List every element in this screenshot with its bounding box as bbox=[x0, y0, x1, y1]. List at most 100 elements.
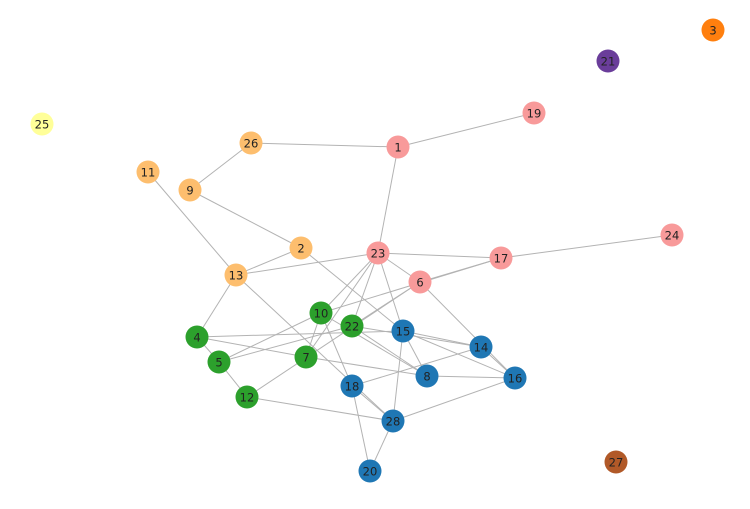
node-21: 21 bbox=[596, 49, 620, 73]
node-label: 24 bbox=[665, 229, 680, 243]
node-label: 27 bbox=[609, 456, 624, 470]
node-27: 27 bbox=[604, 450, 628, 474]
edge-28-16 bbox=[392, 377, 516, 422]
node-3: 3 bbox=[701, 18, 725, 42]
node-label: 21 bbox=[601, 55, 616, 69]
node-circle bbox=[489, 246, 513, 270]
edge-18-20 bbox=[351, 385, 371, 472]
node-circle bbox=[289, 236, 313, 260]
node-circle bbox=[701, 18, 725, 42]
node-13: 13 bbox=[224, 263, 248, 287]
node-label: 22 bbox=[345, 320, 360, 334]
edge-13-4 bbox=[196, 274, 237, 338]
edge-13-28 bbox=[235, 274, 394, 422]
node-circle bbox=[469, 335, 493, 359]
node-circle bbox=[408, 270, 432, 294]
node-label: 20 bbox=[363, 465, 378, 479]
edge-13-23 bbox=[235, 252, 379, 276]
edge-5-22 bbox=[218, 325, 353, 363]
node-circle bbox=[294, 345, 318, 369]
node-label: 25 bbox=[35, 118, 50, 132]
node-19: 19 bbox=[522, 101, 546, 125]
node-22: 22 bbox=[340, 314, 364, 338]
edge-23-17 bbox=[377, 252, 502, 259]
node-circle bbox=[503, 366, 527, 390]
node-circle bbox=[366, 241, 390, 265]
node-label: 1 bbox=[394, 141, 401, 155]
node-circle bbox=[178, 178, 202, 202]
edge-15-28 bbox=[392, 330, 404, 422]
edge-26-1 bbox=[250, 142, 399, 148]
node-circle bbox=[340, 314, 364, 338]
edge-8-16 bbox=[426, 375, 516, 379]
node-label: 3 bbox=[709, 24, 716, 38]
node-label: 23 bbox=[371, 247, 386, 261]
edge-15-16 bbox=[402, 330, 516, 379]
node-circle bbox=[522, 101, 546, 125]
node-label: 4 bbox=[193, 331, 200, 345]
node-label: 15 bbox=[396, 325, 411, 339]
node-2: 2 bbox=[289, 236, 313, 260]
nodes-layer: 1234567891011121314151617181920212223242… bbox=[30, 18, 725, 483]
node-16: 16 bbox=[503, 366, 527, 390]
node-1: 1 bbox=[386, 135, 410, 159]
node-circle bbox=[596, 49, 620, 73]
node-label: 9 bbox=[186, 184, 193, 198]
node-18: 18 bbox=[340, 374, 364, 398]
node-4: 4 bbox=[185, 325, 209, 349]
node-label: 13 bbox=[229, 269, 244, 283]
node-10: 10 bbox=[309, 301, 333, 325]
node-12: 12 bbox=[235, 385, 259, 409]
node-circle bbox=[358, 459, 382, 483]
node-label: 8 bbox=[423, 370, 430, 384]
node-23: 23 bbox=[366, 241, 390, 265]
node-15: 15 bbox=[391, 319, 415, 343]
node-circle bbox=[235, 385, 259, 409]
edge-11-13 bbox=[147, 171, 237, 276]
node-label: 5 bbox=[215, 356, 222, 370]
edge-1-23 bbox=[377, 146, 399, 254]
node-circle bbox=[185, 325, 209, 349]
node-label: 19 bbox=[527, 107, 542, 121]
node-label: 7 bbox=[302, 351, 309, 365]
edge-10-8 bbox=[320, 312, 428, 377]
edge-1-19 bbox=[397, 112, 535, 148]
node-label: 2 bbox=[297, 242, 304, 256]
node-6: 6 bbox=[408, 270, 432, 294]
node-24: 24 bbox=[660, 223, 684, 247]
node-circle bbox=[207, 350, 231, 374]
node-25: 25 bbox=[30, 112, 54, 136]
edge-12-28 bbox=[246, 396, 394, 422]
node-14: 14 bbox=[469, 335, 493, 359]
node-circle bbox=[660, 223, 684, 247]
node-5: 5 bbox=[207, 350, 231, 374]
edges-layer bbox=[147, 112, 673, 472]
edge-4-15 bbox=[196, 330, 404, 338]
node-circle bbox=[604, 450, 628, 474]
node-26: 26 bbox=[239, 131, 263, 155]
edge-6-12 bbox=[246, 281, 421, 398]
edge-9-2 bbox=[189, 189, 302, 249]
node-circle bbox=[309, 301, 333, 325]
node-circle bbox=[224, 263, 248, 287]
node-label: 10 bbox=[314, 307, 329, 321]
edge-22-8 bbox=[351, 325, 428, 377]
edge-23-22 bbox=[351, 252, 379, 327]
node-17: 17 bbox=[489, 246, 513, 270]
edge-6-16 bbox=[419, 281, 516, 379]
node-circle bbox=[136, 160, 160, 184]
node-circle bbox=[415, 364, 439, 388]
node-circle bbox=[239, 131, 263, 155]
edge-15-14 bbox=[402, 330, 482, 348]
node-circle bbox=[30, 112, 54, 136]
node-label: 17 bbox=[494, 252, 509, 266]
node-label: 28 bbox=[386, 415, 401, 429]
edge-10-18 bbox=[320, 312, 353, 387]
edge-7-8 bbox=[305, 356, 428, 377]
edge-23-10 bbox=[320, 252, 379, 314]
node-7: 7 bbox=[294, 345, 318, 369]
edge-4-7 bbox=[196, 336, 307, 358]
node-circle bbox=[340, 374, 364, 398]
edge-23-7 bbox=[305, 252, 379, 358]
